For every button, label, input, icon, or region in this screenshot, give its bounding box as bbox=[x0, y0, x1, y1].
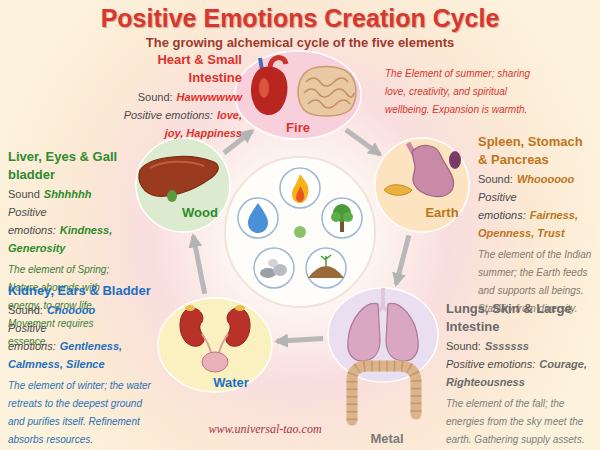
element-description: The element of the fall; the energies fr… bbox=[446, 398, 584, 445]
kidney-organ bbox=[180, 305, 250, 372]
earth-icon bbox=[321, 255, 331, 266]
element-description: The element of winter; the water retreat… bbox=[8, 380, 151, 445]
bladder bbox=[202, 352, 228, 372]
sound-label: Sound: bbox=[8, 304, 43, 316]
emotions-label: Positive emotions: bbox=[446, 358, 535, 370]
center-wheel bbox=[225, 157, 375, 307]
sound-value: Whoooooo bbox=[517, 173, 574, 185]
sound-value: Sssssss bbox=[485, 340, 529, 352]
water-icon bbox=[248, 203, 268, 233]
cycle-arrow bbox=[193, 236, 205, 294]
stomach-organ bbox=[384, 143, 461, 197]
flame-icon bbox=[292, 174, 309, 203]
sound-label: Sound bbox=[8, 188, 40, 200]
organ-heading: Spleen, Stomach & Pancreas bbox=[478, 134, 583, 167]
sound-label: Sound: bbox=[478, 173, 513, 185]
icon-circle bbox=[254, 248, 294, 288]
spleen bbox=[449, 151, 461, 169]
cycle-arrow bbox=[346, 130, 380, 155]
organ-heading: Heart & Small Intestine bbox=[157, 52, 242, 85]
element-ellipse bbox=[327, 287, 439, 383]
emotions-label: Positive emotions: bbox=[478, 191, 526, 221]
element-ellipse-fill bbox=[136, 138, 230, 232]
element-circle: Wood bbox=[135, 137, 231, 233]
earth-icon bbox=[308, 266, 344, 278]
lung bbox=[386, 303, 418, 361]
organ-heading: Lungs, Skin & Large Intestine bbox=[446, 301, 572, 334]
element-circle: Water bbox=[157, 297, 273, 393]
icon-circle bbox=[238, 198, 278, 238]
element-description: The Element of summer; sharing love, cre… bbox=[385, 68, 530, 115]
element-name: Fire bbox=[286, 120, 310, 135]
aorta bbox=[270, 58, 286, 68]
diagram-title: Positive Emotions Creation Cycle bbox=[0, 3, 600, 33]
sound-value: Shhhhhh bbox=[44, 188, 92, 200]
icon-circle bbox=[322, 198, 362, 238]
adrenal-gland bbox=[235, 305, 245, 311]
organ-heading: Liver, Eyes & Gall bladder bbox=[8, 149, 117, 182]
gall-bladder bbox=[167, 190, 177, 202]
heart bbox=[251, 67, 288, 116]
small-intestine bbox=[298, 67, 356, 117]
element-circle: Metal bbox=[327, 287, 439, 383]
small-intestine-organ bbox=[298, 67, 356, 117]
center-seed bbox=[294, 226, 306, 238]
sound-label: Sound: bbox=[446, 340, 481, 352]
organ-heading: Kidney, Ears & Bladder bbox=[8, 283, 151, 298]
icon-circle bbox=[280, 168, 320, 208]
large-intestine bbox=[352, 366, 416, 420]
metal-icon bbox=[268, 259, 278, 267]
cycle-arrow bbox=[396, 235, 409, 284]
element-circle: Earth bbox=[374, 137, 470, 233]
large-intestine bbox=[352, 366, 416, 420]
liver-organ bbox=[139, 156, 218, 202]
adrenal-gland bbox=[185, 305, 195, 311]
element-name: Earth bbox=[425, 205, 458, 220]
flame-icon bbox=[296, 186, 304, 202]
pancreas bbox=[384, 185, 412, 196]
lung bbox=[348, 303, 380, 361]
watermark: www.universal-tao.com bbox=[208, 422, 321, 436]
element-name: Wood bbox=[182, 205, 218, 220]
tree-icon bbox=[343, 212, 353, 222]
element-ellipse-fill bbox=[328, 288, 438, 382]
element-name: Water bbox=[213, 375, 249, 390]
emotions-label: Positive emotions: bbox=[8, 206, 56, 236]
liver-highlight bbox=[150, 162, 204, 168]
intestine-loops bbox=[304, 78, 354, 108]
kidney bbox=[180, 308, 204, 346]
element-name: Metal bbox=[370, 431, 403, 446]
center-circle bbox=[225, 157, 375, 307]
element-ellipse-fill bbox=[375, 138, 469, 232]
liver bbox=[139, 156, 218, 196]
sound-value: Hawwwwww bbox=[177, 91, 242, 103]
subtitle: The growing alchemical cycle of the five… bbox=[146, 35, 455, 50]
cycle-arrow bbox=[277, 339, 323, 342]
element-ellipse-fill bbox=[158, 298, 272, 392]
icon-circle bbox=[306, 248, 346, 288]
stomach bbox=[412, 145, 454, 196]
tree-icon bbox=[331, 212, 341, 222]
emotions-label: Positive emotions: bbox=[124, 109, 213, 121]
lungs-organ bbox=[348, 288, 419, 420]
sound-value: Chooooo bbox=[47, 304, 95, 316]
sound-label: Sound: bbox=[138, 91, 173, 103]
heart-organ bbox=[251, 58, 288, 115]
element-ellipse-fill bbox=[235, 51, 361, 139]
kidney bbox=[226, 308, 250, 346]
element-circle: Fire bbox=[234, 50, 362, 140]
heart-highlight bbox=[259, 78, 269, 98]
